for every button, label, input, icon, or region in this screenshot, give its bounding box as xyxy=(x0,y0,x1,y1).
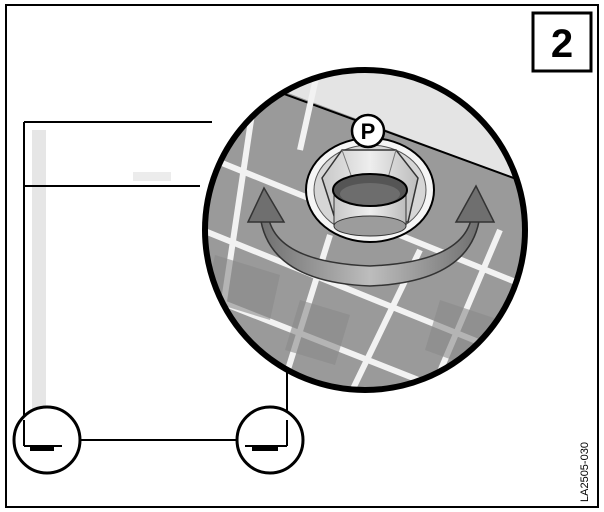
leveling-foot-left xyxy=(12,405,82,475)
callout-letter: P xyxy=(361,119,376,144)
step-number: 2 xyxy=(551,22,573,66)
appliance-outline xyxy=(23,121,288,442)
rotate-arrows-icon xyxy=(246,184,496,287)
zoom-detail: P xyxy=(202,67,528,393)
leveling-foot-icon xyxy=(30,446,54,451)
step-number-box: 2 xyxy=(531,11,593,73)
figure-code: LA2505-030 xyxy=(579,442,591,502)
leveling-foot-icon xyxy=(252,446,278,451)
hex-nut-icon xyxy=(305,137,435,243)
callout-marker: P xyxy=(350,113,386,149)
leveling-foot-right xyxy=(235,405,305,475)
